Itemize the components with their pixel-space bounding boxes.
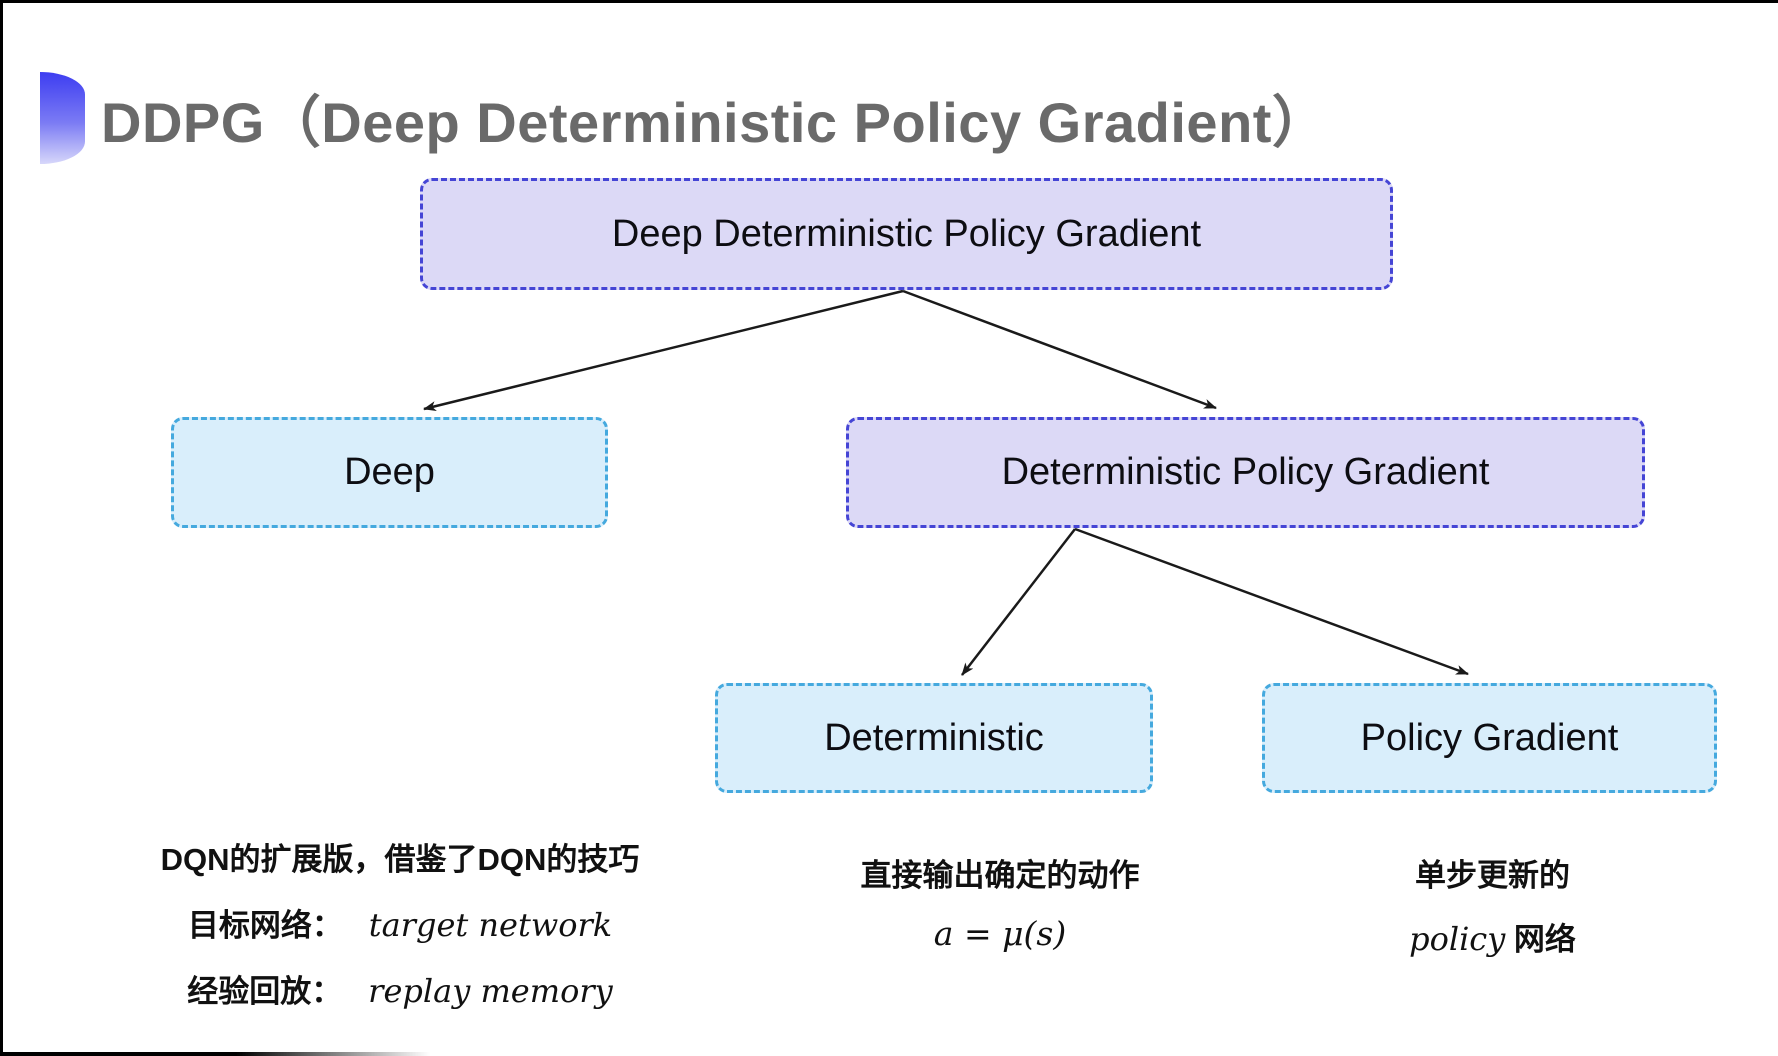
node-label: Deterministic Policy Gradient	[1001, 451, 1490, 493]
slide-header: DDPG（Deep Deterministic Policy Gradient）	[40, 72, 1328, 164]
note-cn: 经验回放：	[187, 974, 343, 1009]
notes-policy-gradient-column: 单步更新的 policy 网络	[1295, 850, 1690, 978]
note-cn: 目标网络：	[187, 908, 343, 943]
note-term-replay-memory: replay memory	[368, 972, 613, 1010]
page-title: DDPG（Deep Deterministic Policy Gradient）	[101, 90, 1329, 154]
notes-deterministic-column: 直接输出确定的动作 a = μ(s)	[800, 850, 1200, 972]
node-deep-deterministic-policy-gradient: Deep Deterministic Policy Gradient	[420, 178, 1393, 290]
note-term-target-network: target network	[368, 906, 613, 944]
note-line: policy 网络	[1295, 914, 1690, 959]
note-formula: a = μ(s)	[933, 914, 1067, 953]
note-cn: 网络	[1513, 922, 1576, 957]
node-policy-gradient: Policy Gradient	[1262, 683, 1717, 793]
note-term-policy: policy	[1409, 920, 1506, 958]
note-line: a = μ(s)	[800, 914, 1200, 953]
notes-ddpg-column: DQN的扩展版，借鉴了DQN的技巧 目标网络： target network 经…	[110, 834, 690, 1032]
node-label: Deep Deterministic Policy Gradient	[611, 212, 1202, 255]
note-line: 直接输出确定的动作	[860, 858, 1140, 893]
note-line: 经验回放： replay memory	[110, 966, 690, 1011]
node-label: Deep	[344, 451, 435, 493]
node-label: Policy Gradient	[1360, 716, 1619, 759]
frame-top-line	[0, 0, 1778, 3]
node-deterministic: Deterministic	[715, 683, 1153, 793]
frame-left-line	[0, 0, 3, 1056]
frame-bottom-line	[0, 1052, 430, 1056]
node-deep: Deep	[171, 417, 608, 528]
note-line: DQN的扩展版，借鉴了DQN的技巧	[160, 842, 640, 877]
title-bullet-icon	[40, 72, 85, 164]
node-label: Deterministic	[824, 716, 1044, 759]
node-deterministic-policy-gradient: Deterministic Policy Gradient	[846, 417, 1645, 528]
note-line: 目标网络： target network	[110, 900, 690, 945]
note-line: 单步更新的	[1415, 858, 1570, 893]
